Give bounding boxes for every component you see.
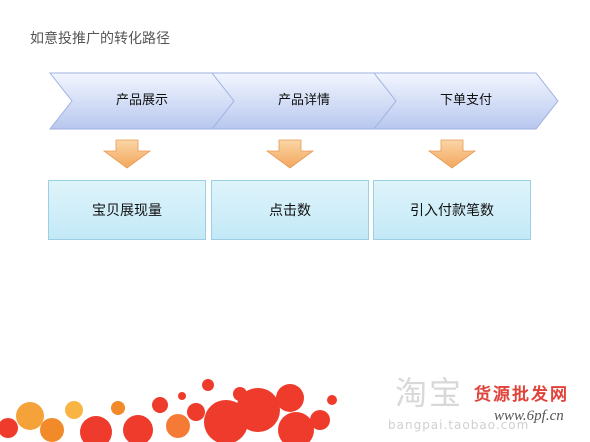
watermark-sub-url: bangpai.taobao.com [388,418,530,432]
page-title: 如意投推广的转化路径 [30,31,170,47]
metric-label-2: 点击数 [269,203,311,219]
metric-box-1: 宝贝展现量 [48,180,206,240]
stage-chevron-3 [372,72,559,130]
metric-label-3: 引入付款笔数 [410,203,494,219]
metric-box-2: 点击数 [211,180,369,240]
watermark-brand-text: 货源批发网 [474,385,569,405]
down-arrow-1 [102,139,152,169]
stage-label-3: 下单支付 [439,93,492,108]
down-arrow-2 [265,139,315,169]
watermark-url-text: www.6pf.cn [494,408,564,424]
down-arrow-3 [427,139,477,169]
metric-label-1: 宝贝展现量 [92,203,162,219]
metric-box-3: 引入付款笔数 [373,180,531,240]
stage-label-2: 产品详情 [277,93,330,108]
stage-label-1: 产品展示 [115,93,168,108]
watermark-logo-text: 淘宝 [395,374,464,412]
